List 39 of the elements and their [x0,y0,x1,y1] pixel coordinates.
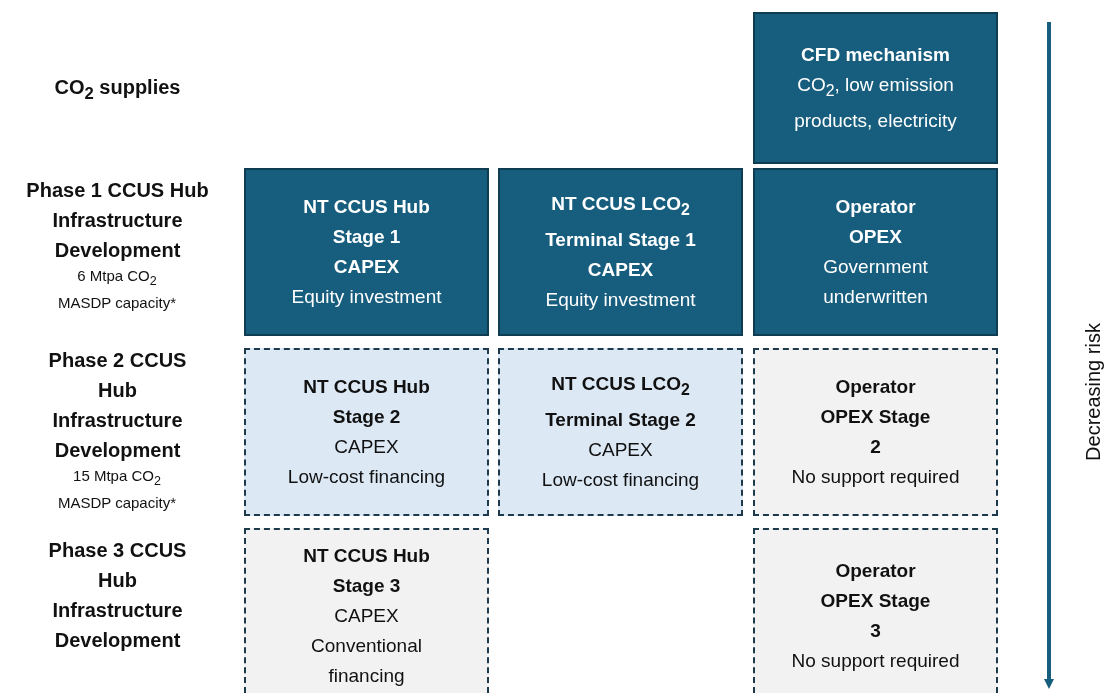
box-text: Low-cost financing [541,467,700,492]
stage-box [498,168,743,336]
row-heading: Phase 1 CCUS Hub Infrastructure Development [25,178,210,263]
box-heading: NT CCUS Hub Stage 3 [302,543,431,598]
row-heading: Phase 3 CCUS Hub Infrastructure Development [47,538,188,653]
box-heading: Operator OPEX Stage 2 [819,375,932,459]
box-text: Equity investment [291,285,442,309]
capacity-note: 6 Mtpa CO$_{2}$ MASDP capacity* [56,266,178,313]
stage-box [244,168,489,336]
capacity-note: 15 Mtpa CO$_{2}$ MASDP capacity* [56,466,178,513]
box-heading: Operator OPEX Stage 3 [819,558,932,643]
axis-label: Decreasing risk [1081,323,1105,461]
stage-box [244,528,489,693]
stage-box [498,348,743,516]
box-text: CO$_{2}$, low emission products, electricity [793,73,958,133]
box-text: CAPEX [334,603,399,628]
stage-box [753,12,998,164]
box-heading: Operator OPEX [834,195,917,249]
box-heading: NT CCUS Hub Stage 2 [302,375,431,429]
row-heading: CO$_{2}$ supplies [53,75,182,105]
box-text: No support required [791,465,960,489]
box-heading: CFD mechanism [801,43,950,68]
box-text: Low-cost financing [287,465,446,489]
box-text: No support required [791,648,960,673]
box-text: CAPEX [588,437,653,462]
row-heading: Phase 2 CCUS Hub Infrastructure Development [47,348,188,463]
stage-box [753,528,998,693]
box-text: Conventional financing [310,633,423,688]
box-text: Equity investment [545,287,696,312]
box-heading: NT CCUS Hub Stage 1 [302,195,431,249]
box-heading: NT CCUS LCO$_{2}$ Terminal Stage 2 [544,372,697,432]
stage-box [753,168,998,336]
stage-box [244,348,489,516]
box-text: Government underwritten [822,255,929,309]
box-heading: CAPEX [333,255,400,279]
box-heading: NT CCUS LCO$_{2}$ Terminal Stage 1 [544,192,697,252]
box-text: CAPEX [334,435,399,459]
box-heading: CAPEX [587,257,654,282]
stage-box [753,348,998,516]
